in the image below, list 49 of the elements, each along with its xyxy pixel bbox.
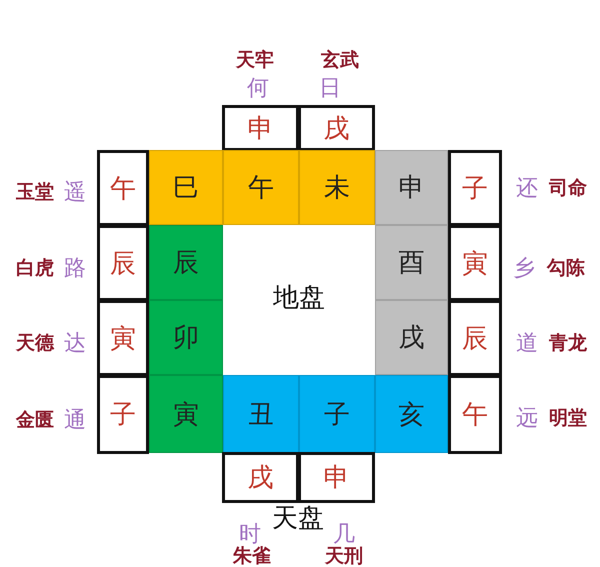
star-name: 玄武 (321, 48, 359, 73)
tianpan-cell: 戌 (222, 452, 299, 503)
star-name: 朱雀 (233, 544, 271, 567)
dipan-cell: 寅 (149, 375, 223, 453)
dipan-cell: 申 (375, 150, 448, 225)
poem-char: 道 (516, 330, 538, 358)
poem-char: 达 (64, 330, 86, 358)
star-name: 天牢 (236, 48, 274, 73)
poem-char: 遥 (64, 179, 86, 207)
dipan-cell: 亥 (375, 375, 448, 453)
star-name: 玉堂 (16, 180, 54, 205)
poem-char: 路 (64, 255, 86, 283)
star-name: 天德 (16, 331, 54, 356)
dipan-cell: 午 (223, 150, 299, 225)
tianpan-cell: 寅 (448, 225, 502, 301)
tianpan-cell: 申 (222, 105, 299, 151)
star-name: 明堂 (549, 406, 587, 431)
poem-char: 还 (516, 175, 538, 203)
tianpan-cell: 午 (97, 150, 149, 226)
poem-char: 时 (239, 521, 261, 547)
poem-char: 几 (333, 521, 355, 547)
board-title: 天盘 (272, 502, 324, 536)
tianpan-cell: 申 (298, 452, 375, 503)
tianpan-cell: 辰 (448, 300, 502, 376)
star-name: 司命 (549, 176, 587, 201)
poem-char: 何 (247, 75, 269, 103)
tianpan-cell: 戌 (298, 105, 375, 151)
tianpan-cell: 子 (448, 150, 502, 226)
star-name: 白虎 (16, 256, 54, 281)
poem-char: 通 (64, 407, 86, 435)
poem-char: 乡 (513, 255, 535, 283)
dipan-cell: 巳 (149, 150, 223, 225)
star-name: 勾陈 (547, 256, 585, 281)
star-name: 金匮 (16, 408, 54, 433)
dipan-cell: 子 (299, 375, 375, 453)
dipan-cell: 戌 (375, 300, 448, 375)
poem-char: 远 (516, 405, 538, 433)
star-name: 天刑 (325, 544, 363, 567)
dipan-cell: 未 (299, 150, 375, 225)
tianpan-cell: 子 (97, 375, 149, 454)
tianpan-cell: 午 (448, 375, 502, 454)
tianpan-cell: 寅 (97, 300, 149, 376)
tianpan-cell: 辰 (97, 225, 149, 301)
star-name: 青龙 (549, 331, 587, 356)
poem-char: 日 (319, 75, 341, 103)
dipan-cell: 酉 (375, 225, 448, 300)
dipan-cell: 丑 (223, 375, 299, 453)
dipan-cell: 卯 (149, 300, 223, 375)
dipan-cell: 辰 (149, 225, 223, 300)
